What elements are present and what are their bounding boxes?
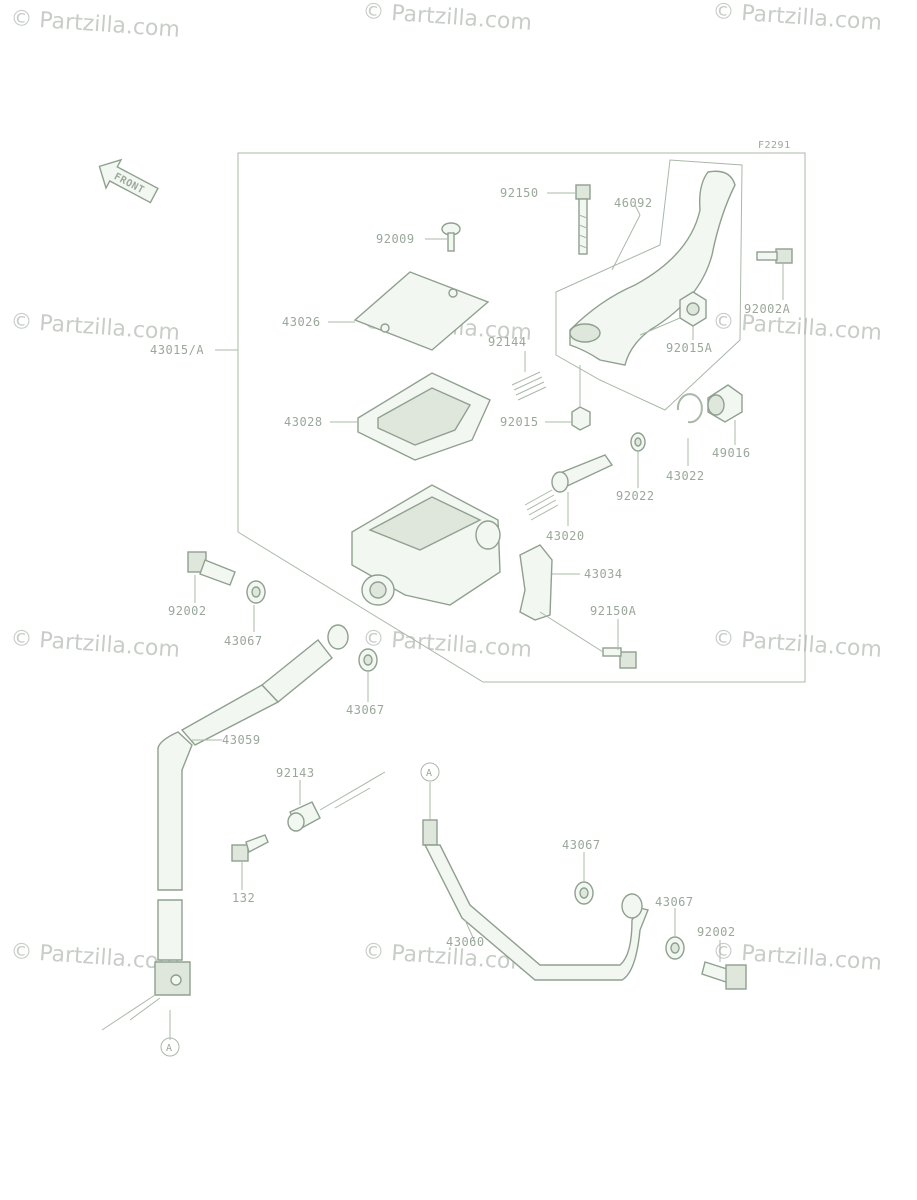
watermarks: © Partzilla.com © Partzilla.com © Partzi… bbox=[10, 0, 883, 976]
brake-hose-43059 bbox=[154, 624, 349, 996]
washer-43067-a bbox=[246, 580, 266, 604]
part-label[interactable]: 49016 bbox=[712, 446, 751, 460]
washer-92022 bbox=[630, 432, 646, 452]
watermark: © Partzilla.com bbox=[10, 309, 181, 346]
bolt-92002-bottom bbox=[701, 961, 747, 990]
part-label[interactable]: 92150A bbox=[590, 604, 637, 618]
ref-marker-a-top: A bbox=[420, 762, 440, 782]
clamp-43034 bbox=[519, 544, 553, 621]
part-label[interactable]: 43020 bbox=[546, 529, 585, 543]
part-label[interactable]: 43067 bbox=[224, 634, 263, 648]
part-label[interactable]: 43026 bbox=[282, 315, 321, 329]
part-label[interactable]: 92022 bbox=[616, 489, 655, 503]
part-label[interactable]: 92009 bbox=[376, 232, 415, 246]
ref-marker-a-bottom: A bbox=[160, 1037, 180, 1057]
ref-marker-label: A bbox=[426, 768, 433, 779]
part-label[interactable]: 92002 bbox=[697, 925, 736, 939]
spacer-92143 bbox=[287, 801, 321, 832]
washer-43067-b bbox=[358, 648, 378, 672]
brake-pipe-43060 bbox=[422, 819, 649, 981]
watermark: © Partzilla.com bbox=[362, 626, 533, 663]
bolt-92002-top bbox=[187, 551, 236, 586]
part-label[interactable]: 43015/A bbox=[150, 343, 204, 357]
washer-43067-c bbox=[574, 881, 594, 905]
part-label[interactable]: 92015 bbox=[500, 415, 539, 429]
part-label[interactable]: 92144 bbox=[488, 335, 527, 349]
part-label[interactable]: 92143 bbox=[276, 766, 315, 780]
watermark: © Partzilla.com bbox=[712, 309, 883, 346]
part-labels: 92150 46092 92009 92002A 43026 43015/A 9… bbox=[150, 186, 791, 949]
front-arrow-icon: FRONT bbox=[98, 158, 159, 204]
clutch-lever-46092 bbox=[569, 170, 736, 366]
nut-92015A bbox=[679, 291, 707, 327]
spring-92144 bbox=[511, 371, 547, 401]
part-label[interactable]: 92015A bbox=[666, 341, 713, 355]
watermark: © Partzilla.com bbox=[712, 0, 883, 36]
watermark: © Partzilla.com bbox=[362, 0, 533, 36]
part-label[interactable]: 92150 bbox=[500, 186, 539, 200]
watermark: © Partzilla.com bbox=[712, 626, 883, 663]
part-label[interactable]: 43067 bbox=[346, 703, 385, 717]
circlip-43022 bbox=[676, 393, 703, 424]
piston-43020 bbox=[524, 454, 614, 521]
part-label[interactable]: 132 bbox=[232, 891, 255, 905]
diaphragm-43028 bbox=[357, 372, 491, 461]
part-label[interactable]: 43034 bbox=[584, 567, 623, 581]
bolt-92150 bbox=[575, 184, 591, 255]
bolt-132 bbox=[231, 834, 269, 862]
part-label[interactable]: 46092 bbox=[614, 196, 653, 210]
part-label[interactable]: 43060 bbox=[446, 935, 485, 949]
bolt-92002A bbox=[756, 248, 793, 264]
ref-marker-label: A bbox=[166, 1043, 173, 1054]
watermark: © Partzilla.com bbox=[10, 626, 181, 663]
washer-43067-d bbox=[665, 936, 685, 960]
part-label[interactable]: 43022 bbox=[666, 469, 705, 483]
reservoir-cap-43026 bbox=[353, 271, 490, 351]
part-label[interactable]: 92002 bbox=[168, 604, 207, 618]
part-label[interactable]: 92002A bbox=[744, 302, 791, 316]
lever-outline bbox=[555, 159, 743, 411]
bolt-92150A bbox=[602, 647, 637, 669]
screw-92009 bbox=[441, 222, 461, 252]
part-label[interactable]: 43067 bbox=[655, 895, 694, 909]
nut-92015 bbox=[571, 406, 591, 431]
part-label[interactable]: 43028 bbox=[284, 415, 323, 429]
diagram-code: F2291 bbox=[758, 140, 791, 151]
dust-boot-49016 bbox=[707, 384, 743, 423]
watermark: © Partzilla.com bbox=[10, 6, 181, 43]
part-label[interactable]: 43059 bbox=[222, 733, 261, 747]
assembly-outline bbox=[237, 152, 806, 683]
part-label[interactable]: 43067 bbox=[562, 838, 601, 852]
master-cylinder-body bbox=[351, 484, 501, 606]
